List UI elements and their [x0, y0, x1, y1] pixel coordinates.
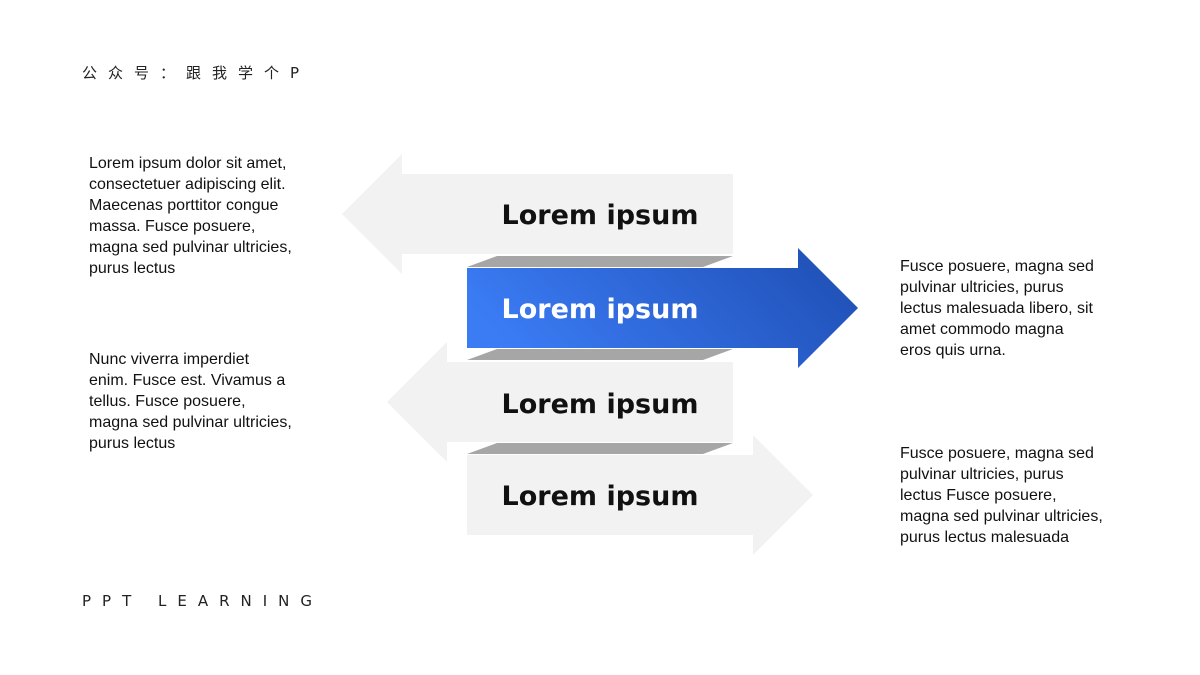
paragraph-line: magna sed pulvinar ultricies, — [89, 239, 292, 256]
paragraph-line: enim. Fusce est. Vivamus a — [89, 372, 286, 389]
paragraph-bottom-right: Fusce posuere, magna sed pulvinar ultric… — [900, 443, 1103, 548]
paragraph-line: pulvinar ultricies, purus — [900, 279, 1064, 296]
footer-title: PPT LEARNING — [82, 592, 324, 610]
paragraph-line: lectus malesuada libero, sit — [900, 300, 1093, 317]
paragraph-bottom-left: Nunc viverra imperdiet enim. Fusce est. … — [89, 349, 292, 454]
arrow-shadow-2 — [467, 349, 733, 360]
paragraph-line: pulvinar ultricies, purus — [900, 466, 1064, 483]
paragraph-line: amet commodo magna — [900, 321, 1064, 338]
arrow-4-right — [467, 435, 813, 555]
paragraph-line: tellus. Fusce posuere, — [89, 393, 246, 410]
paragraph-line: massa. Fusce posuere, — [89, 218, 256, 235]
arrow-4-label: Lorem ipsum — [502, 481, 699, 512]
arrow-3-label: Lorem ipsum — [502, 389, 699, 420]
paragraph-line: Nunc viverra imperdiet — [89, 351, 250, 368]
arrow-3-left — [387, 342, 733, 462]
arrow-1-label: Lorem ipsum — [502, 200, 699, 231]
paragraph-line: consectetuer adipiscing elit. — [89, 176, 286, 193]
paragraph-line: magna sed pulvinar ultricies, — [89, 414, 292, 431]
paragraph-line: eros quis urna. — [900, 342, 1006, 359]
arrow-2-label: Lorem ipsum — [502, 294, 699, 325]
paragraph-line: Maecenas porttitor congue — [89, 197, 279, 214]
paragraph-top-left: Lorem ipsum dolor sit amet, consectetuer… — [89, 153, 292, 279]
arrow-2-right-highlighted — [467, 248, 858, 368]
arrow-shadow-1 — [467, 256, 733, 267]
paragraph-line: purus lectus malesuada — [900, 529, 1069, 546]
paragraph-top-right: Fusce posuere, magna sed pulvinar ultric… — [900, 256, 1094, 361]
paragraph-line: magna sed pulvinar ultricies, — [900, 508, 1103, 525]
paragraph-line: lectus Fusce posuere, — [900, 487, 1057, 504]
paragraph-line: Fusce posuere, magna sed — [900, 258, 1094, 275]
arrow-shadow-3 — [467, 443, 733, 454]
paragraph-line: purus lectus — [89, 260, 176, 277]
paragraph-line: purus lectus — [89, 435, 176, 452]
paragraph-line: Lorem ipsum dolor sit amet, — [89, 155, 287, 172]
header-title: 公众号：跟我学个P — [82, 64, 311, 82]
arrow-1-left — [342, 154, 733, 274]
paragraph-line: Fusce posuere, magna sed — [900, 445, 1094, 462]
